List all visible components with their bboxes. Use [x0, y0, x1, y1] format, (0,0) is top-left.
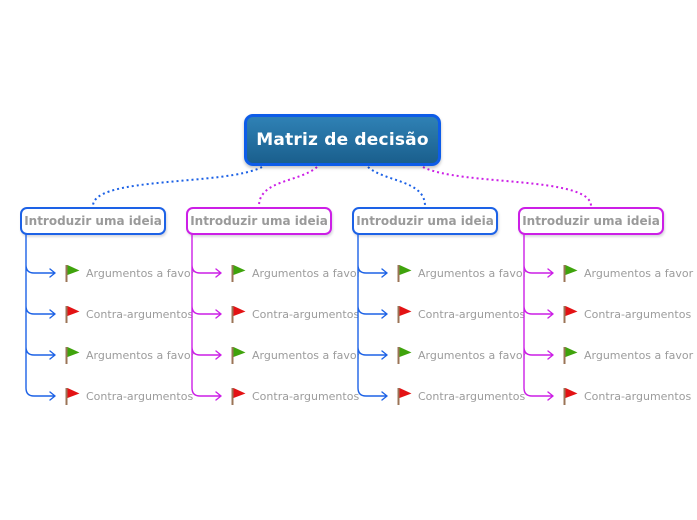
idea-node-label: Introduzir uma ideia	[190, 214, 328, 228]
argument-label: Contra-argumentos	[86, 389, 194, 403]
argument-label: Argumentos a favor	[86, 348, 196, 362]
green-flag-icon	[397, 265, 412, 282]
argument-item[interactable]: Contra-argumentos	[562, 385, 691, 407]
argument-item[interactable]: Argumentos a favor	[562, 262, 693, 284]
idea-node-label: Introduzir uma ideia	[24, 214, 162, 228]
argument-item[interactable]: Argumentos a favor	[396, 262, 527, 284]
green-flag-icon	[397, 347, 412, 364]
branch-3: Introduzir uma ideia Argumentos a favor …	[352, 207, 527, 447]
idea-node-1[interactable]: Introduzir uma ideia	[20, 207, 166, 235]
argument-item[interactable]: Contra-argumentos	[230, 385, 359, 407]
leaf-connectors-4	[523, 234, 554, 401]
argument-label: Contra-argumentos	[86, 307, 194, 321]
argument-item[interactable]: Contra-argumentos	[64, 385, 193, 407]
connector-lines	[357, 234, 388, 401]
curve-to-branch-1	[92, 166, 263, 207]
green-flag-icon	[563, 265, 578, 282]
idea-node-3[interactable]: Introduzir uma ideia	[352, 207, 498, 235]
argument-item[interactable]: Argumentos a favor	[64, 262, 195, 284]
idea-node-label: Introduzir uma ideia	[356, 214, 494, 228]
curve-to-branch-3	[367, 166, 426, 207]
argument-label: Argumentos a favor	[252, 348, 362, 362]
argument-label: Contra-argumentos	[584, 307, 692, 321]
argument-item[interactable]: Argumentos a favor	[230, 344, 361, 366]
argument-label: Contra-argumentos	[418, 307, 526, 321]
argument-item[interactable]: Argumentos a favor	[230, 262, 361, 284]
red-flag-icon	[563, 388, 578, 405]
argument-label: Argumentos a favor	[584, 266, 694, 280]
green-flag-icon	[231, 347, 246, 364]
argument-label: Contra-argumentos	[252, 307, 360, 321]
red-flag-icon	[65, 306, 80, 323]
argument-label: Argumentos a favor	[584, 348, 694, 362]
connector-lines	[191, 234, 222, 401]
branch-2: Introduzir uma ideia Argumentos a favor …	[186, 207, 361, 447]
red-flag-icon	[397, 388, 412, 405]
branch-4: Introduzir uma ideia Argumentos a favor …	[518, 207, 693, 447]
argument-item[interactable]: Contra-argumentos	[230, 303, 359, 325]
argument-label: Argumentos a favor	[86, 266, 196, 280]
argument-item[interactable]: Argumentos a favor	[64, 344, 195, 366]
argument-item[interactable]: Contra-argumentos	[396, 303, 525, 325]
branch-1: Introduzir uma ideia Argumentos a favor …	[20, 207, 195, 447]
idea-node-label: Introduzir uma ideia	[522, 214, 660, 228]
leaf-connectors-2	[191, 234, 222, 401]
green-flag-icon	[231, 265, 246, 282]
curve-to-branch-4	[422, 166, 592, 207]
argument-item[interactable]: Argumentos a favor	[396, 344, 527, 366]
argument-item[interactable]: Contra-argumentos	[64, 303, 193, 325]
red-flag-icon	[231, 306, 246, 323]
leaf-connectors-3	[357, 234, 388, 401]
argument-label: Argumentos a favor	[418, 266, 528, 280]
argument-item[interactable]: Contra-argumentos	[562, 303, 691, 325]
connector-lines	[25, 234, 56, 401]
red-flag-icon	[231, 388, 246, 405]
argument-label: Argumentos a favor	[252, 266, 362, 280]
argument-label: Contra-argumentos	[418, 389, 526, 403]
connector-lines	[523, 234, 554, 401]
red-flag-icon	[65, 388, 80, 405]
argument-label: Contra-argumentos	[252, 389, 360, 403]
argument-item[interactable]: Argumentos a favor	[562, 344, 693, 366]
root-node[interactable]: Matriz de decisão	[244, 114, 441, 166]
green-flag-icon	[563, 347, 578, 364]
argument-label: Argumentos a favor	[418, 348, 528, 362]
idea-node-4[interactable]: Introduzir uma ideia	[518, 207, 664, 235]
red-flag-icon	[397, 306, 412, 323]
green-flag-icon	[65, 347, 80, 364]
root-node-label: Matriz de decisão	[256, 130, 429, 150]
red-flag-icon	[563, 306, 578, 323]
curve-to-branch-2	[258, 166, 318, 207]
leaf-connectors-1	[25, 234, 56, 401]
argument-label: Contra-argumentos	[584, 389, 692, 403]
argument-item[interactable]: Contra-argumentos	[396, 385, 525, 407]
idea-node-2[interactable]: Introduzir uma ideia	[186, 207, 332, 235]
green-flag-icon	[65, 265, 80, 282]
